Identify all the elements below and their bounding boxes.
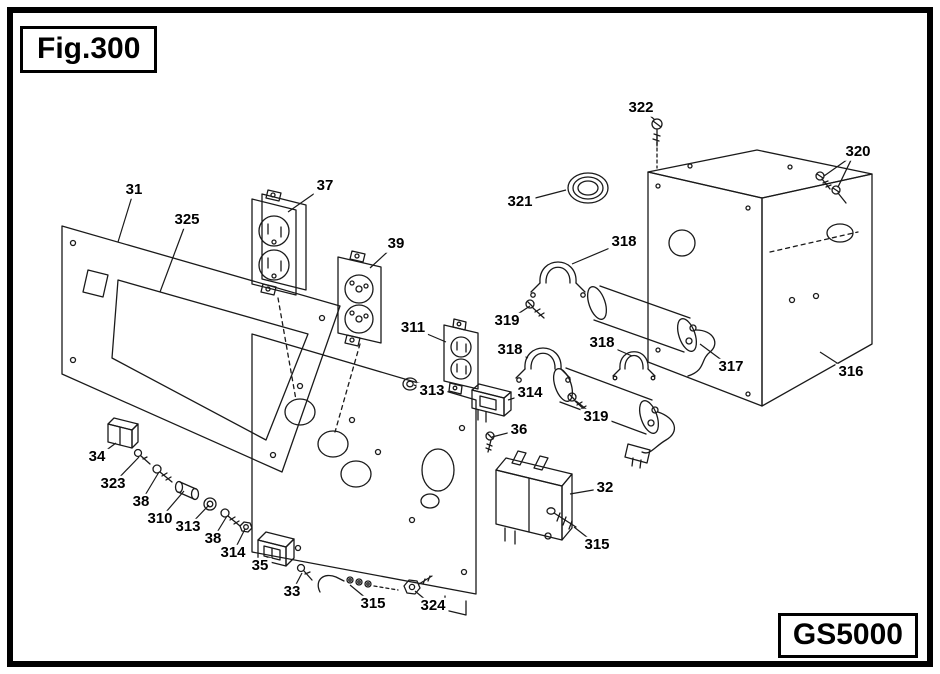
part-label-37: 37 [313,177,337,195]
part-label-314: 314 [514,384,546,402]
part-label-313: 313 [416,382,448,400]
part-label-318: 318 [586,334,618,352]
connector-34 [107,417,139,449]
screw-315-right [546,507,577,530]
clamp-318-c [612,351,656,381]
screws-320 [815,157,853,204]
part-label-322: 322 [625,99,657,117]
grommet-321 [567,172,609,204]
part-label-315: 315 [581,536,613,554]
figure-number-badge: Fig.300 [20,26,158,73]
part-label-32: 32 [593,479,617,497]
outlet-37 [251,189,307,296]
front-panel-31 [61,225,341,473]
part-label-321: 321 [504,193,536,211]
part-label-318: 318 [494,341,526,359]
terminal-set-315-left [317,574,399,593]
model-number-badge: GS5000 [777,613,918,658]
switch-314 [471,383,512,423]
part-label-323: 323 [97,475,129,493]
capacitor-317-upper [586,285,716,377]
bolt-324 [403,575,433,595]
rear-box-316 [647,135,873,407]
part-label-33: 33 [280,583,304,601]
capacitor-317-lower [552,367,676,469]
part-label-38: 38 [201,530,225,548]
nut-314-left [239,521,253,533]
screw-38-a [152,464,173,483]
screw-323 [133,448,151,465]
part-label-318: 318 [608,233,640,251]
control-panel-face [251,333,477,616]
alignment-lines [277,297,361,433]
screw-319-b [567,392,587,412]
clamp-318-a [530,261,586,298]
screw-319-a [525,299,545,319]
clamp-318-b [515,347,571,383]
leader-line-325 [159,219,188,293]
part-label-317: 317 [715,358,747,376]
part-label-311: 311 [397,319,429,337]
part-label-320: 320 [842,143,874,161]
part-label-313: 313 [172,518,204,536]
part-label-319: 319 [491,312,523,330]
part-label-39: 39 [384,235,408,253]
part-label-31: 31 [122,181,146,199]
screw-38-b [220,508,241,527]
screw-322 [651,118,663,147]
part-label-325: 325 [171,211,203,229]
rocker-switch-35 [257,531,295,567]
part-label-316: 316 [835,363,867,381]
part-label-324: 324 [417,597,449,615]
outlet-39 [337,250,382,347]
part-label-36: 36 [507,421,531,439]
outlet-311 [443,318,479,395]
washer-313-left [203,497,217,511]
part-label-319: 319 [580,408,612,426]
leader-line-31 [117,189,135,243]
part-label-38: 38 [129,493,153,511]
screw-33 [296,563,313,581]
part-label-310: 310 [144,510,176,528]
circuit-breaker-32 [495,450,573,545]
part-label-315: 315 [357,595,389,613]
part-label-35: 35 [248,557,272,575]
part-label-34: 34 [85,448,109,466]
spacer-310 [174,480,200,501]
part-label-314: 314 [217,544,249,562]
